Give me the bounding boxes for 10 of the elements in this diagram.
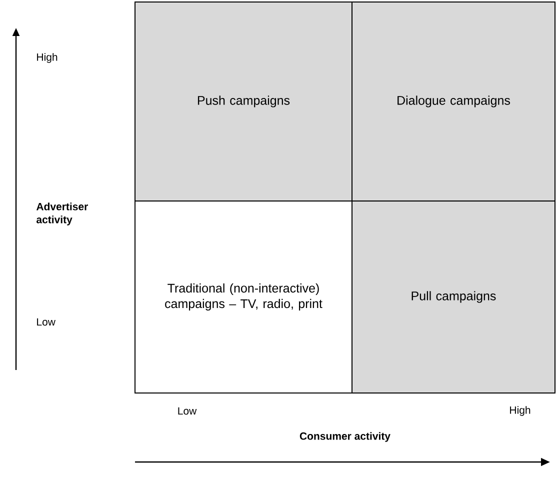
quadrant-cell: Dialogue campaigns xyxy=(352,2,556,202)
quadrant-cell: Push campaigns xyxy=(134,2,352,202)
axis-label: Low xyxy=(37,318,56,326)
axis-title: Advertiser activity xyxy=(36,202,88,226)
quadrant-cell: Traditional (non-interactive) campaigns – TV, radio, print xyxy=(134,200,352,394)
axis-label: Low xyxy=(178,407,197,415)
axis-label: High xyxy=(510,406,530,416)
axis-label: High xyxy=(37,53,58,63)
axis-title: Consumer activity xyxy=(300,432,390,442)
quadrant-cell: Pull campaigns xyxy=(352,200,556,394)
